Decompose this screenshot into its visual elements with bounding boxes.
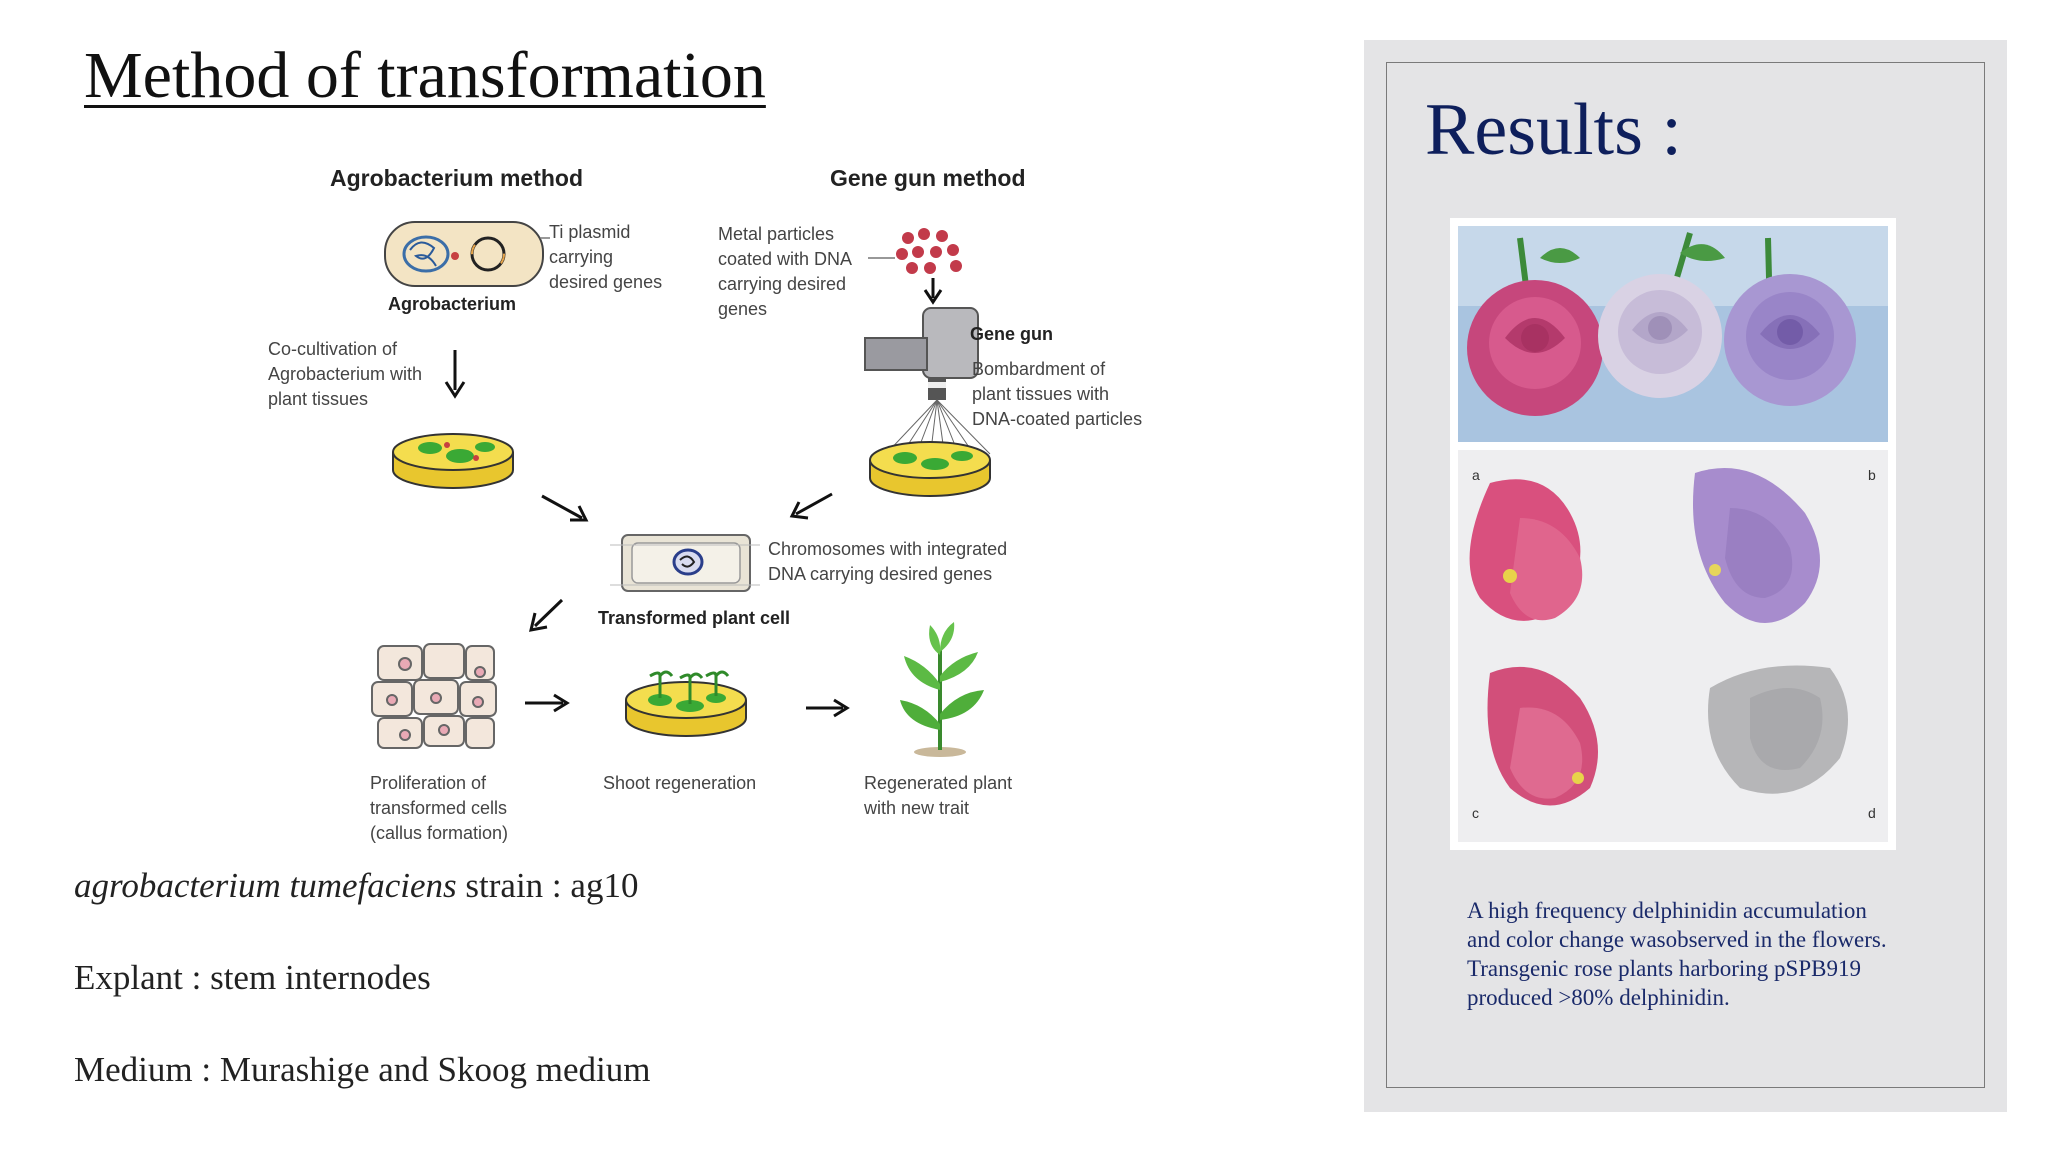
purple-petals-b-icon — [1693, 468, 1820, 623]
results-frame — [1386, 62, 1985, 1088]
white-lavender-rose-icon — [1598, 274, 1722, 398]
medium-info: Medium : Murashige and Skoog medium — [74, 1050, 651, 1089]
strain-info: agrobacterium tumefaciens strain : ag10 — [74, 866, 638, 906]
pink-petals-c-icon — [1487, 666, 1598, 806]
right-arrow-icon — [806, 698, 850, 718]
transformation-diagram: Agrobacterium method Gene gun method Ti … — [268, 165, 1142, 843]
petal-label-b: b — [1868, 467, 1876, 483]
arrow-down-left-icon — [789, 492, 833, 520]
pink-petals-a-icon — [1469, 479, 1583, 621]
slide-title: Method of transformation — [84, 39, 766, 112]
petri-dish-right-icon — [869, 441, 991, 497]
right-arrow-icon — [525, 693, 570, 713]
agrobacterium-cell-icon — [384, 221, 544, 287]
shoot-regeneration-label: Shoot regeneration — [603, 773, 756, 793]
metal-particles-label: Metal particles coated with DNA carrying… — [718, 224, 856, 319]
chromosomes-label: Chromosomes with integrated DNA carrying… — [768, 539, 1012, 584]
pink-rose-icon — [1467, 280, 1603, 416]
petri-dish-left-icon — [392, 433, 514, 489]
gray-petals-d-icon — [1708, 665, 1848, 794]
strain-value: strain : ag10 — [456, 866, 639, 905]
proliferation-label: Proliferation of transformed cells (call… — [370, 773, 512, 843]
cocultivation-label: Co-cultivation of Agrobacterium with pla… — [268, 339, 427, 409]
callus-cells-icon — [371, 643, 497, 749]
results-title: Results : — [1425, 89, 1682, 171]
gene-gun-icon — [864, 307, 979, 400]
explant-info: Explant : stem internodes — [74, 958, 431, 997]
petal-label-a: a — [1472, 467, 1480, 483]
agrobacterium-method-header: Agrobacterium method — [330, 165, 583, 191]
arrow-down-left-icon — [529, 598, 564, 632]
purple-rose-icon — [1724, 274, 1856, 406]
shoot-regeneration-dish-icon — [625, 670, 747, 737]
gene-gun-label: Gene gun — [970, 324, 1053, 344]
transformed-plant-cell-icon — [610, 534, 760, 592]
transformed-plant-cell-label: Transformed plant cell — [598, 608, 790, 628]
results-caption: A high frequency delphinidin accumulatio… — [1467, 898, 1887, 1010]
metal-particles-icon — [896, 228, 962, 274]
gene-gun-method-header: Gene gun method — [830, 165, 1026, 191]
regenerated-plant-icon — [900, 622, 984, 757]
down-arrow-icon — [444, 350, 466, 399]
down-arrow-icon — [923, 278, 943, 305]
ti-plasmid-label: Ti plasmid carrying desired genes — [549, 222, 662, 292]
strain-species: agrobacterium tumefaciens — [74, 866, 457, 905]
petal-label-c: c — [1472, 805, 1479, 821]
arrow-down-right-icon — [541, 494, 589, 522]
regenerated-plant-label: Regenerated plant with new trait — [863, 773, 1017, 818]
agrobacterium-label: Agrobacterium — [388, 294, 516, 314]
results-photo: a b c d — [1450, 218, 1896, 850]
rose-and-petals-photo: a b c d — [1458, 226, 1888, 842]
bombardment-label: Bombardment of plant tissues with DNA-co… — [972, 359, 1142, 429]
petal-label-d: d — [1868, 805, 1876, 821]
